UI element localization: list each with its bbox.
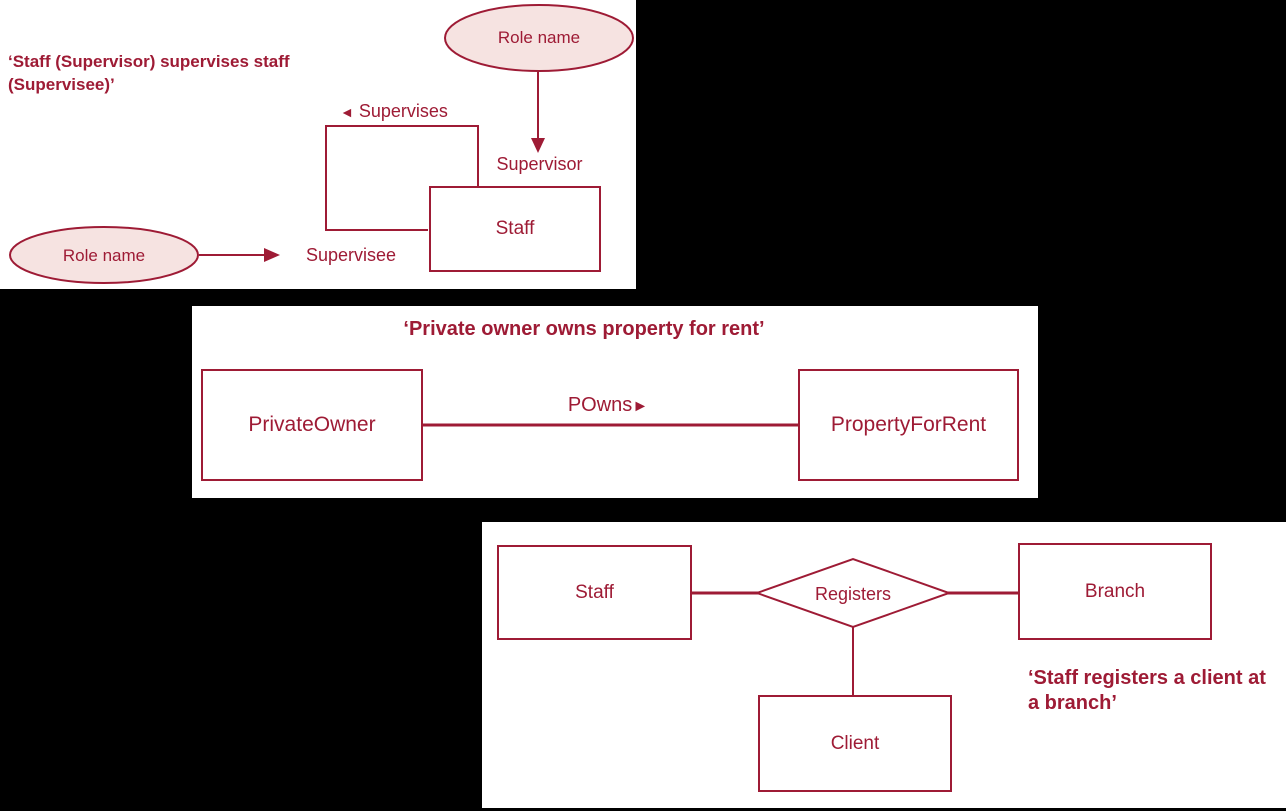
panel-recursive-supervises: ‘Staff (Supervisor) supervises staff (Su… [0, 0, 636, 289]
entity-branch: Branch [1018, 543, 1212, 640]
role-name-label-top: Role name [497, 28, 581, 47]
powns-title: ‘Private owner owns property for rent’ [403, 318, 765, 340]
entity-propertyforrent: PropertyForRent [798, 369, 1019, 481]
entity-client: Client [758, 695, 952, 792]
supervisor-role-label: Supervisor [496, 154, 583, 174]
recursive-caption-line1: ‘Staff (Supervisor) supervises staff [8, 52, 290, 71]
role-name-label-bottom: Role name [62, 246, 146, 265]
role-arrow-top-head-icon [531, 138, 545, 153]
supervisee-role-label: Supervisee [305, 245, 397, 265]
entity-privateowner: PrivateOwner [201, 369, 423, 481]
entity-propertyforrent-label: PropertyForRent [830, 413, 987, 436]
recursive-caption: ‘Staff (Supervisor) supervises staff (Su… [8, 50, 338, 96]
entity-branch-label: Branch [1084, 580, 1146, 602]
entity-staff-registers-label: Staff [575, 581, 614, 603]
supervises-direction-icon: ◄ [340, 104, 354, 120]
entity-client-label: Client [830, 732, 880, 754]
entity-privateowner-label: PrivateOwner [248, 413, 376, 436]
registers-caption-line2: a branch’ [1028, 692, 1117, 714]
recursive-caption-line2: (Supervisee)’ [8, 75, 115, 94]
panel-powns: ‘Private owner owns property for rent’ P… [192, 306, 1038, 498]
powns-label-text: POwns [567, 394, 633, 416]
registers-caption-line1: ‘Staff registers a client at [1028, 667, 1266, 689]
panel-registers: Staff Branch Client Registers ‘Staff reg… [482, 522, 1286, 808]
powns-relationship-label: POwns► [508, 394, 708, 417]
registers-relationship-label: Registers [814, 584, 892, 604]
registers-caption: ‘Staff registers a client at a branch’ [1028, 666, 1278, 716]
entity-staff-registers: Staff [497, 545, 692, 640]
powns-direction-icon: ► [632, 398, 649, 415]
entity-staff-recursive-label: Staff [495, 218, 535, 239]
entity-staff-recursive: Staff [429, 186, 601, 272]
supervises-label-text: Supervises [358, 101, 448, 121]
supervises-relationship-label: ◄ Supervises [340, 101, 448, 122]
role-arrow-bottom-head-icon [264, 248, 280, 262]
